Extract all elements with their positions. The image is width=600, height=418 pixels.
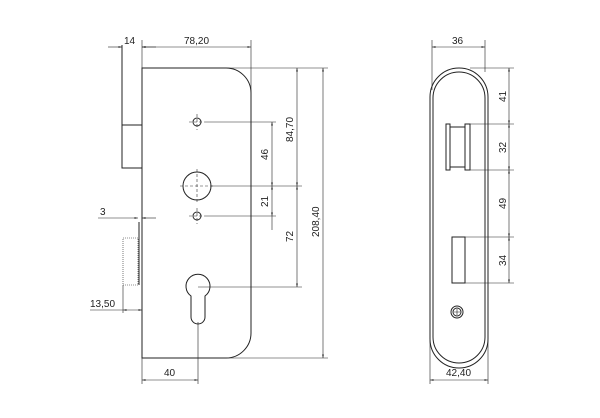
faceplate-outer [429, 67, 489, 369]
side-view: 36 42,40 41 32 49 34 [429, 36, 514, 384]
forend-top [121, 45, 142, 169]
faceplate-inner [432, 71, 486, 364]
dim-hole-46: 46 [260, 148, 271, 160]
dim-latch-13-50: 13,50 [90, 299, 115, 310]
screw-hole-top [189, 114, 205, 130]
strike-plate [122, 237, 139, 286]
cylinder-keyhole [185, 273, 211, 325]
spindle-hole [180, 169, 214, 203]
dim-32: 32 [498, 141, 509, 153]
dim-forend: 14 [124, 36, 136, 47]
dim-outer-width: 42,40 [446, 368, 471, 379]
dim-offset-3: 3 [100, 207, 106, 218]
screw-icon [450, 305, 464, 319]
dim-72: 72 [285, 230, 296, 242]
dim-inner-width: 36 [452, 36, 464, 47]
dim-body-width: 78,20 [184, 36, 209, 47]
dim-backset: 40 [164, 368, 176, 379]
screw-hole-bottom [189, 208, 205, 224]
dim-49: 49 [498, 197, 509, 209]
front-view: 14 78,20 46 21 84,70 72 208,40 40 3 13,5… [90, 36, 328, 384]
dead-bolt [451, 236, 466, 284]
dim-hole-21: 21 [260, 195, 271, 207]
lock-body-outline [141, 67, 252, 359]
latch-bolt [445, 123, 471, 171]
dim-spindle-84-70: 84,70 [285, 117, 296, 142]
dim-total-height: 208,40 [311, 206, 322, 237]
dim-41: 41 [498, 90, 509, 102]
dim-34: 34 [498, 254, 509, 266]
